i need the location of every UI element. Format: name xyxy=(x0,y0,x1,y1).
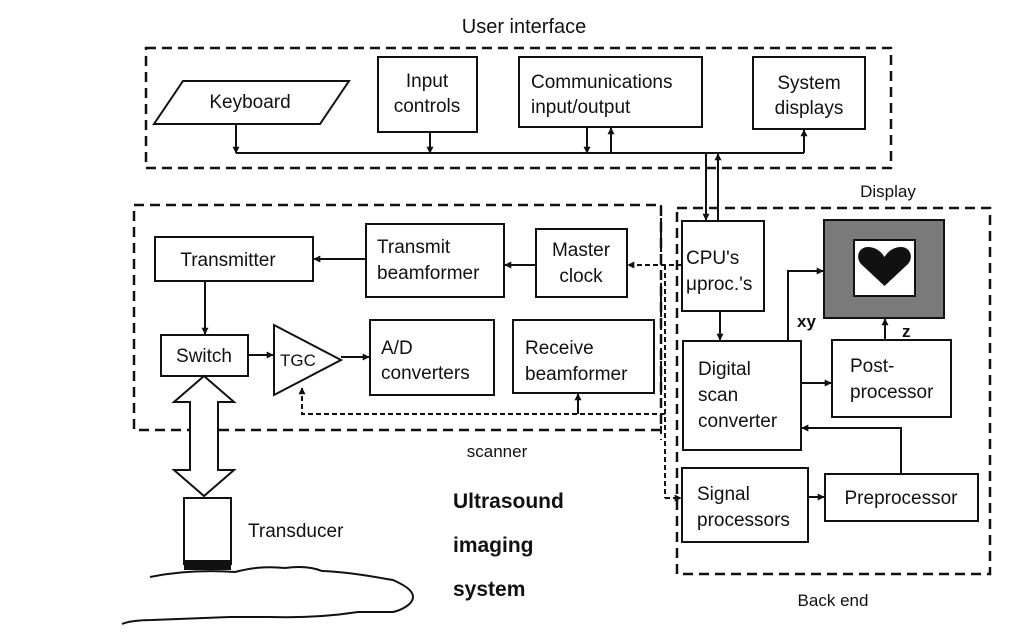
input-controls-label-1: Input xyxy=(406,71,449,92)
communications-block xyxy=(518,56,703,128)
switch-label: Switch xyxy=(176,346,232,367)
system-displays-block xyxy=(752,56,866,130)
dsc-label-3: converter xyxy=(698,411,778,432)
transducer-probe xyxy=(183,497,232,565)
title-line-1: Ultrasound xyxy=(453,490,564,513)
title-line-3: system xyxy=(453,578,525,601)
transmitter-label: Transmitter xyxy=(180,250,276,271)
signal-processors-label-2: processors xyxy=(697,510,790,531)
post-processor-label-2: processor xyxy=(850,382,934,403)
signal-processors-block xyxy=(681,467,809,543)
cpu-label-1: CPU's xyxy=(686,248,739,269)
cpu-label-2: μproc.'s xyxy=(686,274,752,295)
z-label: z xyxy=(902,322,911,341)
transmit-beamformer-label-1: Transmit xyxy=(377,237,451,258)
preprocessor-to-dsc-arrow xyxy=(801,424,902,474)
display-label: Display xyxy=(860,182,916,201)
transmit-beamformer-label-2: beamformer xyxy=(377,263,480,284)
tgc-label: TGC xyxy=(280,351,316,370)
back-end-label: Back end xyxy=(798,591,869,610)
scanner-label: scanner xyxy=(467,442,528,461)
digital-scan-converter-block xyxy=(682,340,802,451)
keyboard-block xyxy=(152,80,351,125)
dsc-label-1: Digital xyxy=(698,359,751,380)
transducer-face xyxy=(184,560,231,570)
switch-transducer-bidirectional-arrow xyxy=(171,374,237,498)
user-interface-label: User interface xyxy=(462,16,587,38)
heart-icon xyxy=(858,247,911,286)
receive-beamformer-label-2: beamformer xyxy=(525,364,628,385)
transducer-label: Transducer xyxy=(248,521,344,542)
transmit-beamformer-block xyxy=(365,223,505,298)
tgc-amplifier xyxy=(273,323,344,397)
preprocessor-block xyxy=(824,473,979,522)
dsc-to-display-arrow xyxy=(787,267,824,341)
post-processor-block xyxy=(831,339,952,418)
back-end-region xyxy=(675,206,992,576)
transmitter-block xyxy=(154,236,314,282)
communications-label-2: input/output xyxy=(531,97,631,118)
ad-converters-block xyxy=(369,319,495,396)
input-controls-label-2: controls xyxy=(394,96,461,117)
ad-converters-label-1: A/D xyxy=(381,338,413,359)
user-interface-region xyxy=(144,46,893,170)
keyboard-label: Keyboard xyxy=(209,92,290,113)
switch-block xyxy=(160,334,249,377)
patient-body-outline xyxy=(121,566,415,625)
scanner-region xyxy=(132,203,663,432)
communications-label-1: Communications xyxy=(531,72,673,93)
master-clock-label-1: Master xyxy=(552,240,611,261)
signal-processors-label-1: Signal xyxy=(697,484,750,505)
ad-converters-label-2: converters xyxy=(381,363,470,384)
master-clock-label-2: clock xyxy=(559,266,603,287)
post-processor-label-1: Post- xyxy=(850,356,894,377)
receive-beamformer-label-1: Receive xyxy=(525,338,594,359)
title-line-2: imaging xyxy=(453,534,534,557)
xy-label: xy xyxy=(797,312,816,331)
input-controls-block xyxy=(377,56,478,133)
control-to-tgc-arrow xyxy=(298,387,665,415)
receive-beamformer-block xyxy=(512,319,655,394)
dsc-label-2: scan xyxy=(698,385,738,406)
system-displays-label-1: System xyxy=(777,73,840,94)
preprocessor-label: Preprocessor xyxy=(845,488,959,509)
cpu-block xyxy=(681,220,765,312)
system-displays-label-2: displays xyxy=(775,98,844,119)
master-clock-block xyxy=(535,228,628,298)
